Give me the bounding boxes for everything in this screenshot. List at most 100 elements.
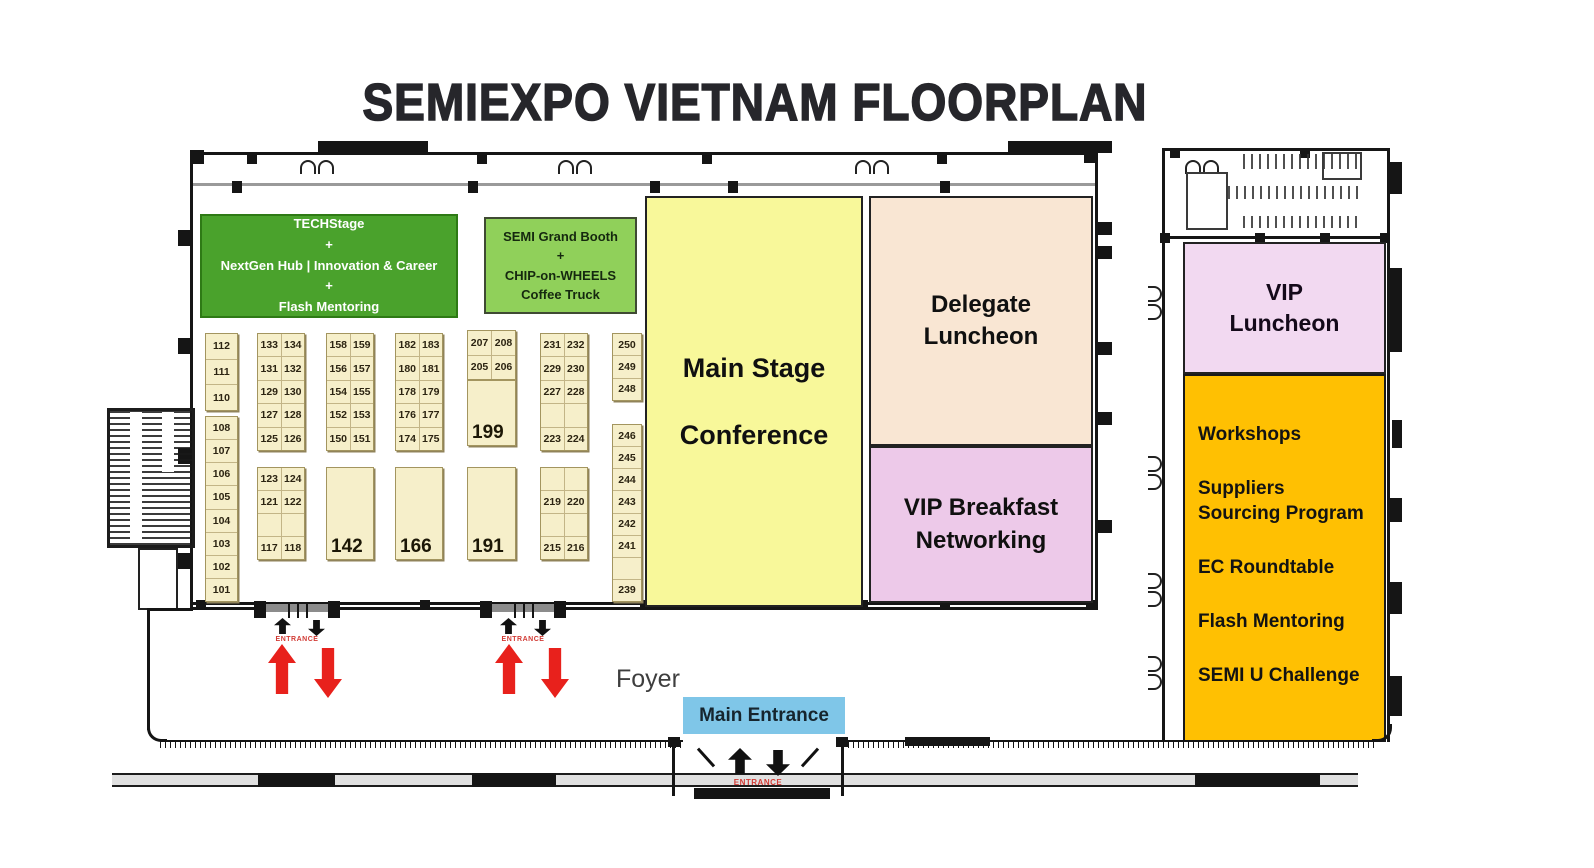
zone-text-line: Main Stage (682, 352, 826, 383)
booth-number: 122 (280, 491, 305, 513)
booth-number: 232 (563, 334, 588, 357)
up-arrow-icon (274, 618, 291, 634)
wall-tick (1160, 233, 1170, 243)
zone-text-line: Coffee Truck (521, 287, 600, 302)
hall-top-inner-wall (193, 183, 1095, 186)
booth-block: 166 (395, 467, 443, 560)
door-swing-icon (1185, 160, 1219, 174)
door-swing-icon (1148, 573, 1162, 607)
door-mark (1096, 222, 1112, 235)
main-entrance-label: Main Entrance (699, 704, 829, 726)
booth-number: 159 (349, 334, 374, 357)
vestibule-block (668, 737, 680, 747)
foyer-front-wall (160, 740, 683, 748)
stair-landing (138, 548, 178, 610)
booth-block: 191 (467, 467, 516, 560)
booth-row (541, 403, 587, 427)
door-swing-icon (558, 160, 592, 174)
door-mark (1096, 342, 1112, 355)
vestibule-block (836, 737, 848, 747)
booth-number: 126 (280, 427, 305, 451)
entrance-label: ENTRANCE (733, 778, 783, 787)
building-corner (1372, 724, 1392, 742)
wall-tick (1084, 150, 1097, 163)
entrance-post (254, 601, 266, 618)
booth-number: 124 (280, 468, 305, 490)
entrance-door-leaf (523, 604, 525, 618)
foyer-left-wall (147, 610, 150, 730)
booth-number: 132 (280, 357, 305, 380)
restroom-fixtures (1243, 216, 1361, 228)
booth-number: 179 (418, 380, 443, 404)
booth-number: 228 (563, 380, 588, 404)
door-swing-icon (1148, 286, 1162, 320)
entrance-post (554, 601, 566, 618)
wall-tick (190, 150, 204, 164)
booth-number: 130 (280, 380, 305, 404)
booth-number: 117 (260, 542, 278, 554)
booth-block: 112 111 110 (205, 333, 238, 411)
foyer-front-wall (843, 740, 1374, 748)
vestibule-mat (694, 788, 830, 799)
zone-techstage: TECHStage+NextGen Hub | Innovation & Car… (200, 214, 458, 318)
booth-number: 110 (213, 391, 230, 404)
booth-number: 107 (212, 445, 231, 458)
booth-number: 127 (260, 409, 279, 422)
booth-number: 108 (212, 422, 231, 435)
walkway-black-segment (258, 773, 335, 787)
page-title: SEMIEXPO VIETNAM FLOORPLAN (362, 72, 1148, 132)
wall-tick (247, 153, 257, 164)
wall-tick (1380, 233, 1390, 243)
zone-text-line: Flash Mentoring (278, 299, 380, 315)
entrance-door-leaf (297, 604, 299, 618)
outer-walkway (112, 773, 1358, 787)
zone-text-line: VIP (1265, 278, 1304, 305)
door-mark (1390, 582, 1402, 614)
door-mark (1096, 520, 1112, 533)
booth-number: 241 (618, 540, 636, 553)
zone-text-line: NextGen Hub | Innovation & Career (220, 257, 438, 273)
booth-row: 101 (206, 577, 237, 601)
wall-tick (1086, 600, 1096, 610)
zone-text-line: Networking (915, 526, 1047, 554)
booth-row: 112 (206, 334, 237, 359)
stairwell (107, 408, 195, 548)
entrance-door-leaf (514, 604, 516, 618)
booth-number (541, 468, 564, 490)
wall-tick (1255, 233, 1265, 243)
booth-row: 242 (613, 512, 641, 535)
booth-number: 133 (260, 339, 279, 352)
booth-number: 215 (543, 542, 562, 554)
wall-tick (858, 600, 868, 610)
booth-row: 248 (613, 377, 641, 400)
door-mark (1096, 412, 1112, 425)
top-wall-block (318, 141, 428, 153)
booth-number: 227 (543, 386, 562, 399)
zone-text-line: Delegate (930, 290, 1032, 318)
booth-row (541, 468, 587, 490)
wall-tick (420, 600, 430, 610)
entrance-label: ENTRANCE (275, 636, 319, 643)
booth-number (563, 468, 588, 490)
booth-row: 105 (206, 485, 237, 508)
door-mark (1390, 268, 1402, 352)
booth-number: 155 (349, 380, 374, 404)
booth-number: 199 (472, 422, 504, 443)
booth-number: 111 (213, 366, 230, 378)
